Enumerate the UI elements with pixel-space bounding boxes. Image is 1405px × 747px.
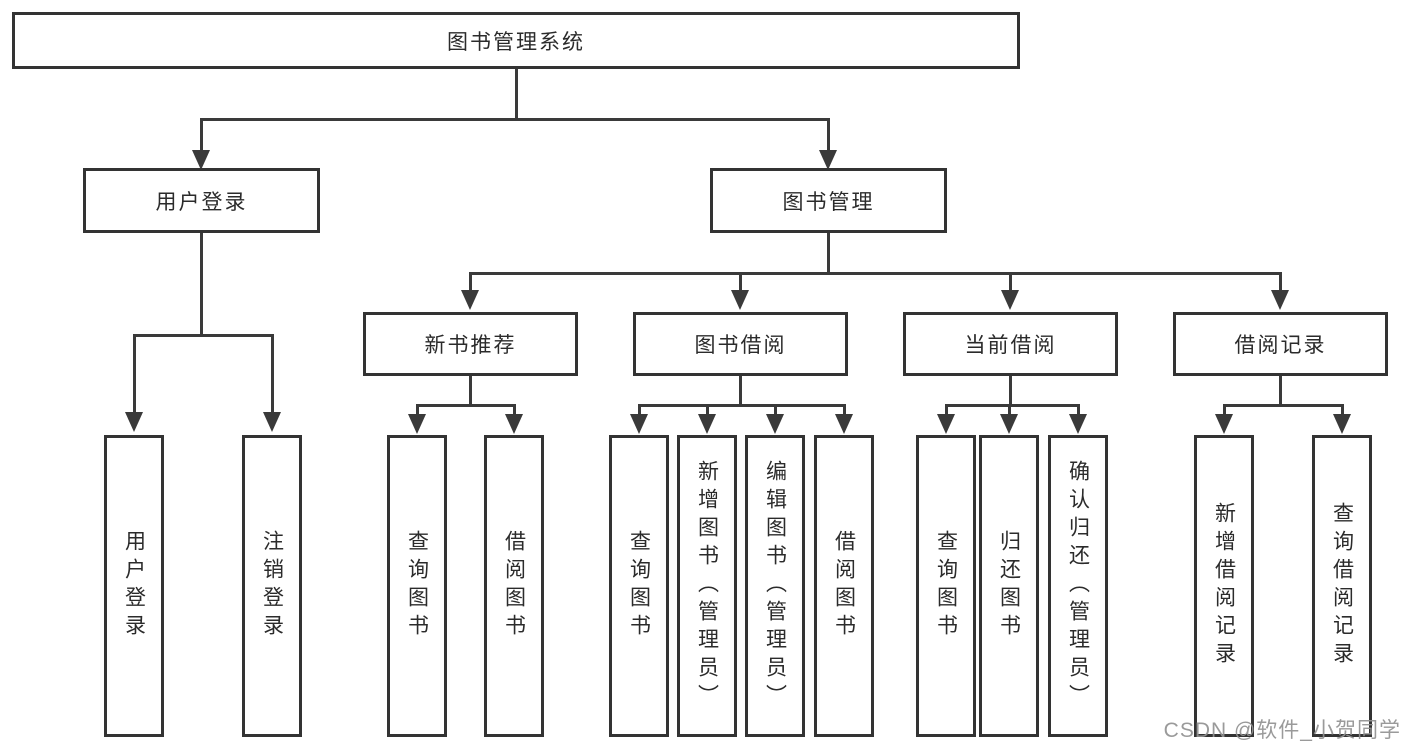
- node-label: 借阅图书: [832, 530, 856, 642]
- node-label: 图书管理: [782, 190, 875, 214]
- connector-line: [200, 118, 830, 121]
- connector-line: [133, 334, 273, 337]
- arrowhead-icon: [263, 412, 281, 432]
- node-borrow-records: 借阅记录: [1173, 312, 1388, 376]
- connector-line: [945, 404, 948, 418]
- arrowhead-icon: [766, 414, 784, 434]
- node-root: 图书管理系统: [12, 12, 1020, 69]
- leaf-edit-book-admin: 编辑图书（管理员）: [745, 435, 805, 737]
- node-label: 新增借阅记录: [1212, 502, 1236, 670]
- arrowhead-icon: [937, 414, 955, 434]
- leaf-add-borrow-record: 新增借阅记录: [1194, 435, 1254, 737]
- connector-line: [416, 404, 515, 407]
- connector-line: [1279, 272, 1282, 294]
- connector-line: [843, 404, 846, 418]
- connector-line: [469, 376, 472, 406]
- leaf-query-books-2: 查询图书: [609, 435, 669, 737]
- connector-line: [1223, 404, 1343, 407]
- connector-line: [1009, 272, 1012, 294]
- arrowhead-icon: [461, 290, 479, 310]
- node-new-books: 新书推荐: [363, 312, 578, 376]
- connector-line: [706, 404, 709, 418]
- leaf-logout: 注销登录: [242, 435, 302, 737]
- node-label: 借阅记录: [1234, 334, 1327, 357]
- connector-line: [774, 404, 777, 418]
- node-label: 注销登录: [260, 530, 284, 642]
- node-label: 当前借阅: [964, 334, 1057, 357]
- connector-line: [638, 404, 845, 407]
- connector-line: [739, 272, 742, 294]
- connector-line: [1009, 376, 1012, 406]
- connector-line: [1341, 404, 1344, 418]
- arrowhead-icon: [1069, 414, 1087, 434]
- node-label: 图书借阅: [694, 334, 787, 357]
- connector-line: [638, 404, 641, 418]
- arrowhead-icon: [1000, 414, 1018, 434]
- node-label: 新书推荐: [424, 334, 517, 357]
- node-label: 新增图书（管理员）: [695, 460, 719, 712]
- leaf-query-books-3: 查询图书: [916, 435, 976, 737]
- arrowhead-icon: [835, 414, 853, 434]
- arrowhead-icon: [1001, 290, 1019, 310]
- arrowhead-icon: [192, 150, 210, 170]
- leaf-query-borrow-record: 查询借阅记录: [1312, 435, 1372, 737]
- node-label: 确认归还（管理员）: [1066, 460, 1090, 712]
- node-label: 查询图书: [627, 530, 651, 642]
- connector-line: [513, 404, 516, 418]
- leaf-confirm-return-admin: 确认归还（管理员）: [1048, 435, 1108, 737]
- leaf-user-login: 用户登录: [104, 435, 164, 737]
- leaf-borrow-books-1: 借阅图书: [484, 435, 544, 737]
- connector-line: [1279, 376, 1282, 406]
- node-book-mgmt: 图书管理: [710, 168, 947, 233]
- arrowhead-icon: [125, 412, 143, 432]
- connector-line: [416, 404, 419, 418]
- connector-line: [1223, 404, 1226, 418]
- node-label: 图书管理系统: [447, 30, 585, 54]
- arrowhead-icon: [1333, 414, 1351, 434]
- node-current-borrow: 当前借阅: [903, 312, 1118, 376]
- leaf-return-books: 归还图书: [979, 435, 1039, 737]
- connector-line: [1077, 404, 1080, 418]
- arrowhead-icon: [408, 414, 426, 434]
- leaf-borrow-books-2: 借阅图书: [814, 435, 874, 737]
- connector-line: [945, 404, 1079, 407]
- arrowhead-icon: [819, 150, 837, 170]
- connector-line: [739, 376, 742, 406]
- node-label: 查询图书: [934, 530, 958, 642]
- arrowhead-icon: [505, 414, 523, 434]
- connector-line: [1008, 404, 1011, 418]
- connector-line: [827, 233, 830, 274]
- node-label: 用户登录: [122, 530, 146, 642]
- node-label: 借阅图书: [502, 530, 526, 642]
- connector-line: [200, 118, 203, 152]
- connector-line: [271, 334, 274, 414]
- arrowhead-icon: [1271, 290, 1289, 310]
- node-label: 编辑图书（管理员）: [763, 460, 787, 712]
- leaf-add-book-admin: 新增图书（管理员）: [677, 435, 737, 737]
- connector-line: [133, 334, 136, 414]
- node-label: 查询借阅记录: [1330, 502, 1354, 670]
- arrowhead-icon: [1215, 414, 1233, 434]
- connector-line: [515, 69, 518, 119]
- connector-line: [469, 272, 1282, 275]
- node-book-borrow: 图书借阅: [633, 312, 848, 376]
- arrowhead-icon: [698, 414, 716, 434]
- arrowhead-icon: [731, 290, 749, 310]
- node-label: 归还图书: [997, 530, 1021, 642]
- connector-line: [200, 233, 203, 336]
- node-label: 查询图书: [405, 530, 429, 642]
- node-user-login: 用户登录: [83, 168, 320, 233]
- connector-line: [469, 272, 472, 294]
- csdn-watermark: CSDN @软件_小贺同学: [1163, 719, 1401, 742]
- leaf-query-books-1: 查询图书: [387, 435, 447, 737]
- arrowhead-icon: [630, 414, 648, 434]
- node-label: 用户登录: [155, 190, 248, 214]
- connector-line: [827, 118, 830, 152]
